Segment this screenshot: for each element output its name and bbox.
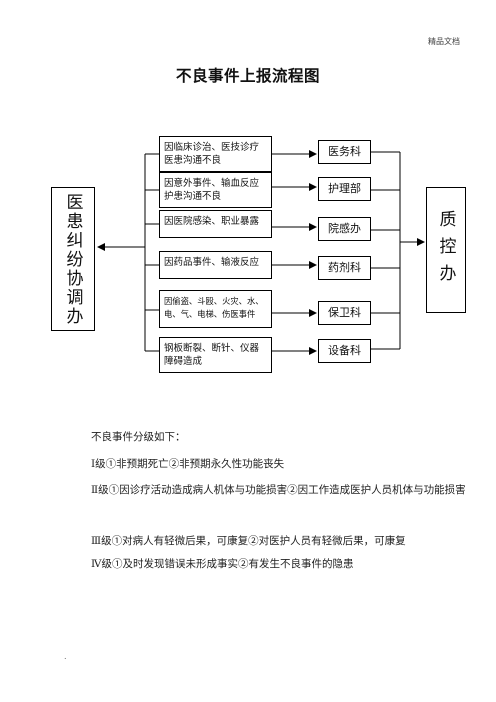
dept-box-pharmacy: 药剂科 xyxy=(318,256,371,280)
source-box-equipment: 钢板断裂、断针、仪器障碍造成 xyxy=(159,337,272,373)
dept-box-security: 保卫科 xyxy=(318,301,371,325)
source-box-security: 因偷盗、斗殴、火灾、水、电、气、电梯、伤医事件 xyxy=(159,290,272,328)
grading-level-2: Ⅱ级①因诊疗活动造成病人机体与功能损害②因工作造成医护人员机体与功能损害 xyxy=(91,484,466,496)
page-title: 不良事件上报流程图 xyxy=(175,66,320,85)
quality-control-office-box: 质控办 xyxy=(426,187,466,313)
source-box-infection: 因医院感染、职业暴露 xyxy=(159,210,272,238)
grading-level-1: Ⅰ级①非预期死亡②非预期永久性功能丧失 xyxy=(91,458,285,470)
grading-level-4: Ⅳ级①及时发现错误未形成事实②有发生不良事件的隐患 xyxy=(91,558,354,570)
footer-mark: . xyxy=(64,652,67,661)
grading-heading: 不良事件分级如下： xyxy=(91,431,186,443)
dept-box-equipment: 设备科 xyxy=(318,339,371,363)
grading-level-3: Ⅲ级①对病人有轻微后果，可康复②对医护人员有轻微后果，可康复 xyxy=(91,535,406,547)
dept-box-infection-control: 院感办 xyxy=(318,217,371,241)
source-box-clinical: 因临床诊治、医技诊疗医患沟通不良 xyxy=(159,136,272,172)
dept-box-medical-affairs: 医务科 xyxy=(318,140,371,164)
dispute-coordination-office-box: 医患纠纷协调办 xyxy=(51,187,95,331)
source-box-accident: 因意外事件、输血反应护患沟通不良 xyxy=(159,172,272,208)
dept-box-nursing: 护理部 xyxy=(318,177,371,201)
source-box-drug: 因药品事件、输液反应 xyxy=(159,251,272,279)
header-note: 精品文档 xyxy=(428,37,460,46)
